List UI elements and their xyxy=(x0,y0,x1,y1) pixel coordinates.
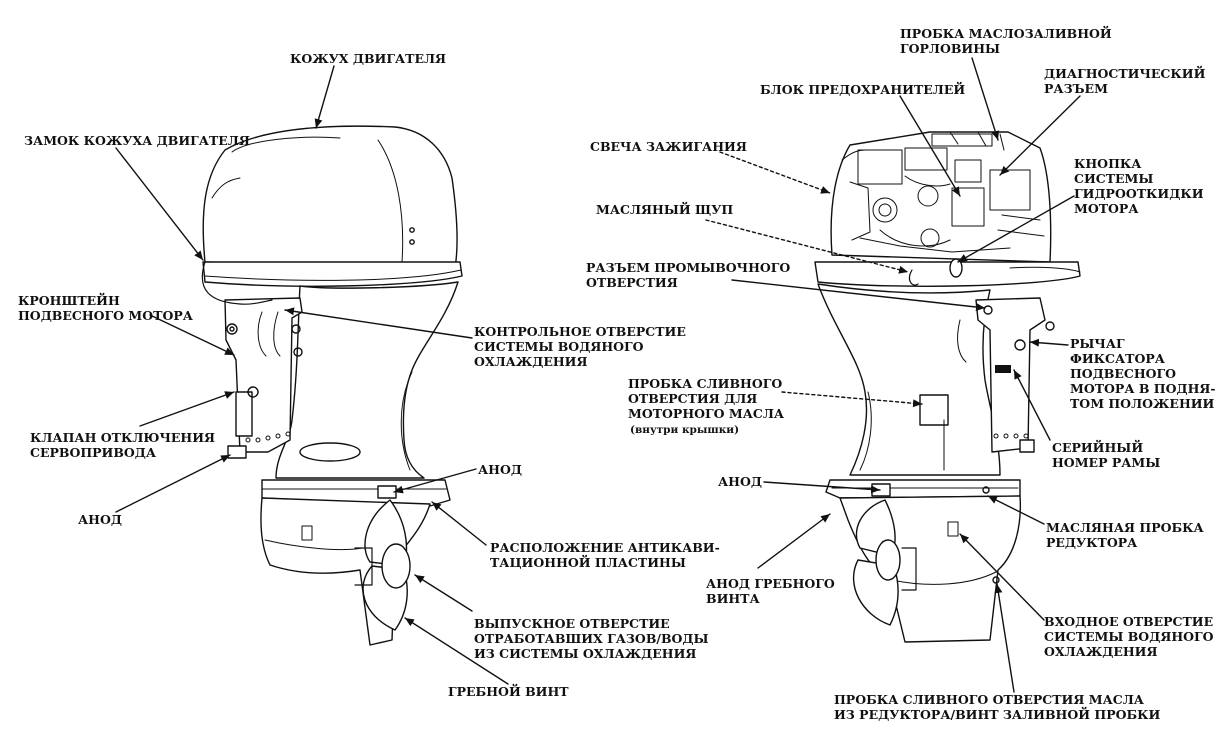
right-midsection xyxy=(817,283,1001,476)
left-midsection xyxy=(275,281,459,479)
label-spark-plug: СВЕЧА ЗАЖИГАНИЯ xyxy=(590,139,747,154)
label-anode-left-plate: АНОД xyxy=(478,462,522,477)
label-anode-right-plate: АНОД xyxy=(718,474,762,489)
label-anode-left-low: АНОД xyxy=(78,512,122,527)
leader-lines xyxy=(115,57,1081,693)
label-cover-lock: ЗАМОК КОЖУХА ДВИГАТЕЛЯ xyxy=(24,133,250,148)
right-anticavitation-plate xyxy=(825,479,1021,499)
right-powerhead xyxy=(830,131,1052,263)
label-anticavitation-plate: РАСПОЛОЖЕНИЕ АНТИКАВИ-ТАЦИОННОЙ ПЛАСТИНЫ xyxy=(490,540,720,570)
label-propeller: ГРЕБНОЙ ВИНТ xyxy=(448,684,569,699)
left-motor xyxy=(201,125,463,646)
left-engine-cover xyxy=(202,125,458,269)
label-dipstick: МАСЛЯНЫЙ ЩУП xyxy=(596,202,734,217)
right-motor xyxy=(814,131,1081,643)
label-engine-cover: КОЖУХ ДВИГАТЕЛЯ xyxy=(290,51,447,66)
label-oil-drain-note: (внутри крышки) xyxy=(630,424,740,436)
label-fuse-box: БЛОК ПРЕДОХРАНИТЕЛЕЙ xyxy=(760,82,966,97)
